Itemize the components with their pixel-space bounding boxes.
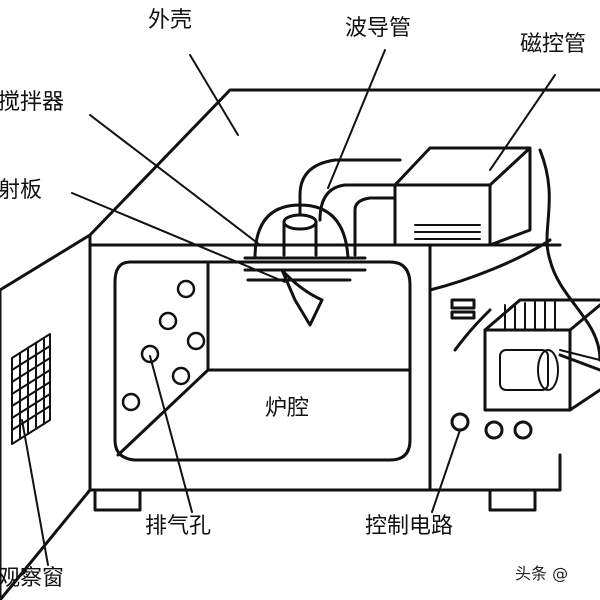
transformer-coil	[499, 301, 559, 391]
vent-hole	[158, 311, 178, 331]
label-reflector: 射板	[0, 178, 43, 203]
leader-magnetron	[489, 74, 556, 171]
viewing-window-grid	[11, 333, 51, 445]
stirrer-shaft	[282, 220, 318, 257]
vent-hole	[121, 392, 141, 412]
shell-right-contour	[538, 148, 600, 362]
leader-window	[21, 419, 49, 566]
waveguide	[298, 158, 402, 257]
transformer-block	[483, 298, 600, 412]
cavity	[113, 260, 412, 462]
control-knob	[450, 412, 470, 432]
leader-transformer	[559, 349, 600, 361]
leader-lines	[21, 49, 600, 566]
stirrer-shaft-top	[282, 213, 318, 231]
stirrer-dome	[253, 203, 350, 260]
transformer-lead	[558, 353, 600, 372]
stirrer-ledge	[243, 256, 367, 272]
magnetron-fins	[414, 224, 481, 240]
control-knob	[484, 420, 504, 440]
control-strip	[450, 298, 476, 310]
front-panel	[88, 243, 562, 492]
vent-hole	[140, 344, 160, 364]
leader-stirrer	[89, 114, 261, 246]
label-vent-holes: 排气孔	[145, 514, 212, 539]
vent-holes	[121, 279, 206, 412]
leader-vent	[149, 355, 193, 513]
stirrer-blade	[280, 268, 324, 327]
label-magnetron: 磁控管	[520, 32, 587, 57]
control-knob	[513, 420, 533, 440]
foot-left	[93, 488, 142, 512]
label-shell: 外壳	[148, 8, 193, 33]
magnetron-box	[393, 146, 532, 247]
control-strip-2	[450, 310, 476, 320]
vent-hole	[171, 366, 191, 386]
watermark: 头条 @	[515, 564, 569, 583]
label-control-circuit: 控制电路	[365, 514, 454, 539]
control-knobs	[450, 412, 533, 440]
label-waveguide: 波导管	[345, 16, 412, 41]
label-viewing-window: 观察窗	[0, 566, 65, 591]
leader-shell	[189, 54, 239, 136]
vent-hole	[186, 331, 206, 351]
cavity-inner-edges	[116, 260, 412, 457]
vent-hole	[176, 279, 196, 299]
leader-control	[431, 429, 461, 513]
foot-right	[488, 488, 537, 512]
shell-right-contour-2	[428, 238, 552, 352]
label-cavity: 炉腔	[265, 396, 310, 421]
leader-waveguide	[327, 49, 386, 189]
shell-outline	[0, 88, 600, 600]
label-stirrer: 搅拌器	[0, 90, 65, 115]
leader-reflector	[71, 192, 286, 283]
